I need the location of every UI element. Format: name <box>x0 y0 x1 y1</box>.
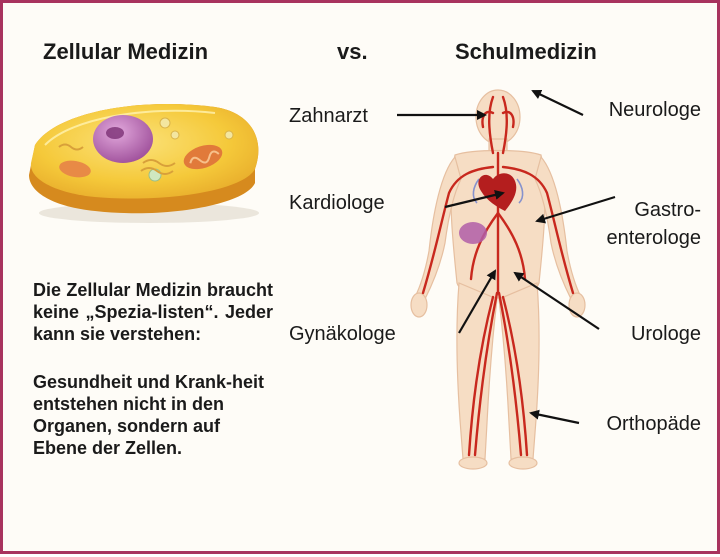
heading-schulmedizin: Schulmedizin <box>455 39 597 65</box>
label-kardiologe: Kardiologe <box>289 192 385 215</box>
heading-zellular-medizin: Zellular Medizin <box>43 39 208 65</box>
label-zahnarzt: Zahnarzt <box>289 105 368 128</box>
label-urologe: Urologe <box>631 323 701 346</box>
heading-vs: vs. <box>337 39 368 65</box>
human-body-figure-icon <box>393 83 603 473</box>
explanation-paragraph: Gesundheit und Krank-heit entstehen nich… <box>33 371 273 459</box>
label-neurologe: Neurologe <box>609 99 701 122</box>
label-gynakologe: Gynäkologe <box>289 323 396 346</box>
label-gastroenterologe: Gastro- enterologe <box>606 196 701 252</box>
label-gastro-line2: enterologe <box>606 224 701 252</box>
intro-paragraph: Die Zellular Medizin braucht keine „Spez… <box>33 279 273 345</box>
label-gastro-line1: Gastro- <box>606 196 701 224</box>
cell-illustration-icon <box>15 83 277 233</box>
label-orthopaede: Orthopäde <box>606 413 701 436</box>
